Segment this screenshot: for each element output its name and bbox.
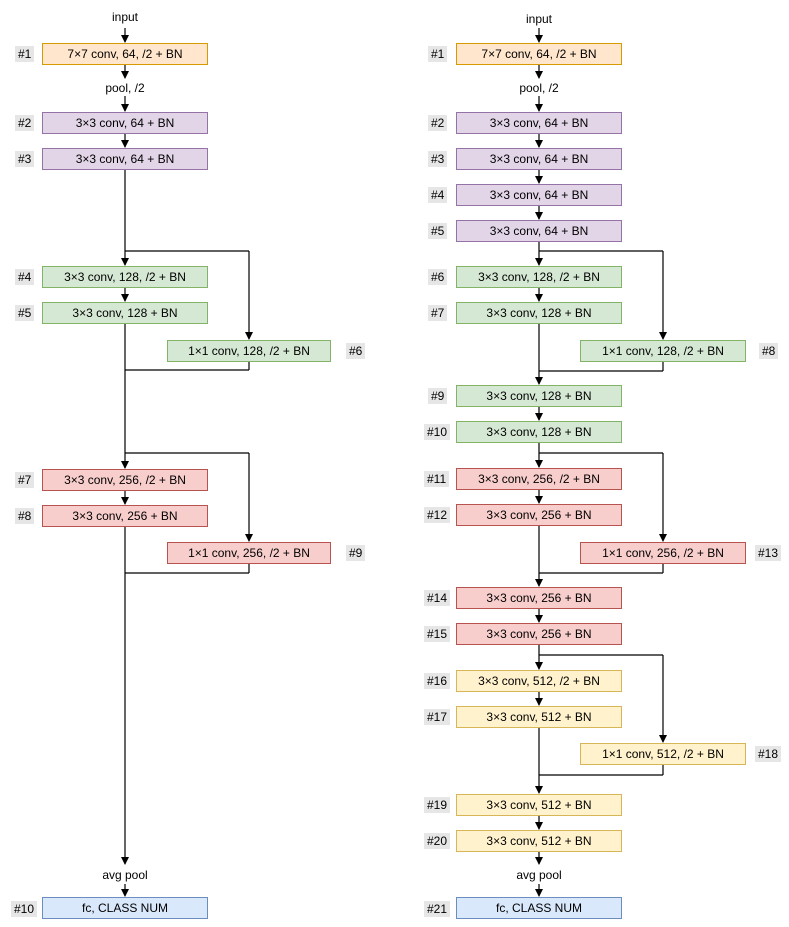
right-layer-box: 3×3 conv, 64 + BN <box>456 148 622 170</box>
right-layer-number: #13 <box>755 545 782 561</box>
left-layer-number: #5 <box>15 305 35 321</box>
right-avgpool-label: avg pool <box>516 868 562 882</box>
right-layer-box: 3×3 conv, 128 + BN <box>456 421 622 443</box>
right-layer-box: 3×3 conv, 128, /2 + BN <box>456 266 622 288</box>
right-pool-label: pool, /2 <box>519 81 559 95</box>
right-layer-box: 3×3 conv, 256 + BN <box>456 504 622 526</box>
left-layer-box: 1×1 conv, 128, /2 + BN <box>167 340 331 362</box>
right-input-label: input <box>525 12 553 26</box>
right-layer-number: #8 <box>759 343 779 359</box>
right-layer-box: 1×1 conv, 512, /2 + BN <box>580 743 746 765</box>
right-layer-number: #10 <box>424 424 451 440</box>
left-layer-number: #2 <box>15 115 35 131</box>
left-avgpool-label: avg pool <box>102 868 148 882</box>
right-layer-number: #21 <box>424 901 451 917</box>
left-layer-number: #1 <box>15 46 35 62</box>
right-layer-box: 3×3 conv, 512 + BN <box>456 706 622 728</box>
right-layer-box: fc, CLASS NUM <box>456 897 622 919</box>
left-layer-number: #7 <box>15 472 35 488</box>
right-layer-box: 3×3 conv, 256, /2 + BN <box>456 468 622 490</box>
right-layer-box: 3×3 conv, 64 + BN <box>456 184 622 206</box>
right-layer-number: #4 <box>428 187 448 203</box>
right-layer-number: #15 <box>424 626 451 642</box>
left-layer-number: #9 <box>346 545 366 561</box>
left-layer-box: 1×1 conv, 256, /2 + BN <box>167 542 331 564</box>
right-layer-box: 3×3 conv, 64 + BN <box>456 220 622 242</box>
right-layer-number: #17 <box>424 709 451 725</box>
right-layer-number: #19 <box>424 797 451 813</box>
left-input-label: input <box>111 10 139 24</box>
right-layer-box: 1×1 conv, 128, /2 + BN <box>580 340 746 362</box>
right-layer-number: #11 <box>424 471 450 487</box>
right-layer-number: #2 <box>428 115 448 131</box>
right-layer-number: #3 <box>428 151 448 167</box>
left-layer-box: 7×7 conv, 64, /2 + BN <box>42 43 208 65</box>
right-layer-number: #20 <box>424 833 451 849</box>
right-layer-number: #6 <box>428 269 448 285</box>
right-layer-box: 3×3 conv, 128 + BN <box>456 302 622 324</box>
right-layer-box: 3×3 conv, 512 + BN <box>456 794 622 816</box>
left-layer-number: #8 <box>15 508 35 524</box>
right-layer-box: 3×3 conv, 256 + BN <box>456 623 622 645</box>
left-layer-box: 3×3 conv, 64 + BN <box>42 148 208 170</box>
left-layer-box: 3×3 conv, 256 + BN <box>42 505 208 527</box>
left-layer-box: fc, CLASS NUM <box>42 897 208 919</box>
right-layer-number: #1 <box>428 46 448 62</box>
right-layer-number: #14 <box>424 590 451 606</box>
right-layer-number: #5 <box>428 223 448 239</box>
left-layer-box: 3×3 conv, 64 + BN <box>42 112 208 134</box>
right-layer-box: 1×1 conv, 256, /2 + BN <box>580 542 746 564</box>
left-layer-number: #10 <box>11 901 38 917</box>
right-layer-number: #7 <box>428 305 448 321</box>
left-layer-box: 3×3 conv, 128, /2 + BN <box>42 266 208 288</box>
left-layer-number: #6 <box>346 343 366 359</box>
right-layer-box: 3×3 conv, 512, /2 + BN <box>456 670 622 692</box>
left-layer-box: 3×3 conv, 256, /2 + BN <box>42 469 208 491</box>
right-layer-number: #12 <box>424 507 451 523</box>
right-layer-number: #9 <box>428 388 448 404</box>
left-layer-box: 3×3 conv, 128 + BN <box>42 302 208 324</box>
left-layer-number: #4 <box>15 269 35 285</box>
left-layer-number: #3 <box>15 151 35 167</box>
right-layer-box: 3×3 conv, 64 + BN <box>456 112 622 134</box>
right-layer-box: 7×7 conv, 64, /2 + BN <box>456 43 622 65</box>
right-layer-box: 3×3 conv, 128 + BN <box>456 385 622 407</box>
right-layer-number: #18 <box>755 746 782 762</box>
left-pool-label: pool, /2 <box>105 81 145 95</box>
right-layer-number: #16 <box>424 673 451 689</box>
right-layer-box: 3×3 conv, 256 + BN <box>456 587 622 609</box>
right-layer-box: 3×3 conv, 512 + BN <box>456 830 622 852</box>
